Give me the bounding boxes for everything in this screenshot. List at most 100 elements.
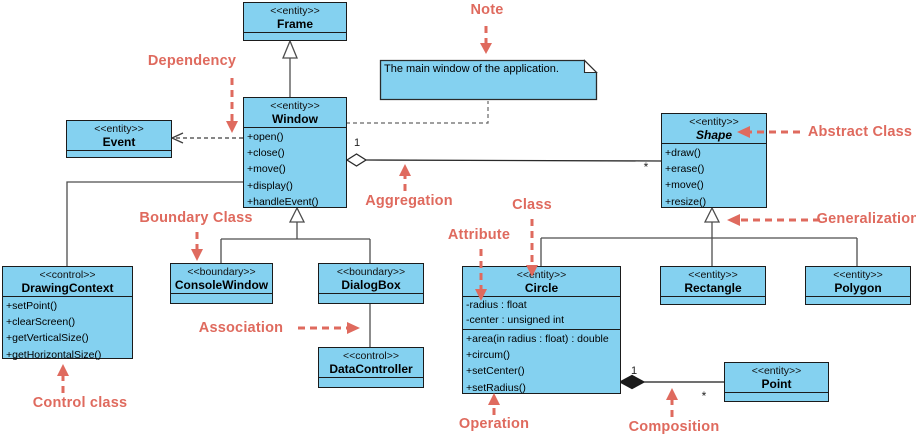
point-empty-compartment — [725, 392, 828, 401]
operation-item: +display() — [247, 179, 293, 192]
control-class-pointer-icon — [57, 364, 69, 393]
operation-item: +handleEvent() — [247, 195, 319, 208]
composition-circle-point: 1 * — [618, 365, 724, 403]
rectangle-name: Rectangle — [684, 281, 742, 295]
event-stereotype: <<entity>> — [94, 123, 144, 135]
frame-name: Frame — [276, 17, 314, 31]
class-dialogbox: <<boundary>> DialogBox — [318, 263, 424, 304]
circle-name: Circle — [524, 281, 559, 295]
annotation-association: Association — [198, 320, 284, 336]
shape-name: Shape — [695, 128, 732, 142]
operation-item: +draw() — [665, 147, 701, 159]
class-drawingcontext-head: <<control>> DrawingContext — [3, 267, 132, 296]
composition-multiplicity-point: * — [702, 389, 707, 403]
frame-stereotype: <<entity>> — [270, 5, 320, 17]
note-pointer-icon — [480, 26, 492, 54]
composition-pointer-icon — [666, 388, 678, 417]
consolewindow-stereotype: <<boundary>> — [187, 266, 256, 278]
operation-item: +setRadius() — [466, 381, 526, 394]
class-shape-head: <<entity>> Shape — [662, 114, 766, 143]
class-datacontroller: <<control>> DataController — [318, 347, 424, 388]
class-dialogbox-head: <<boundary>> DialogBox — [319, 264, 423, 293]
point-stereotype: <<entity>> — [751, 365, 802, 377]
operation-item: +area(in radius : float) : double — [466, 333, 609, 345]
class-event-head: <<entity>> Event — [67, 121, 171, 150]
class-circle-head: <<entity>> Circle — [463, 267, 620, 296]
polygon-empty-compartment — [806, 296, 910, 304]
operation-item: +circum() — [466, 349, 511, 362]
datacontroller-stereotype: <<control>> — [342, 350, 400, 362]
operation-item: +clearScreen() — [6, 316, 76, 329]
operation-item: +move() — [247, 163, 286, 176]
annotation-note: Note — [470, 2, 504, 18]
class-frame: <<entity>> Frame — [243, 2, 347, 41]
window-operations: +open() +close() +move() +display() +han… — [244, 127, 346, 211]
composition-diamond-icon — [618, 374, 646, 390]
aggregation-window-shape: 1 * — [345, 137, 662, 174]
frame-empty-compartment — [244, 32, 346, 40]
drawingcontext-name: DrawingContext — [21, 281, 114, 295]
attribute-item: -center : unsigned int — [466, 314, 565, 326]
generalization-window-frame — [282, 39, 298, 97]
operation-item: +move() — [665, 179, 704, 192]
polygon-stereotype: <<entity>> — [833, 269, 883, 281]
class-polygon-head: <<entity>> Polygon — [806, 267, 910, 296]
class-event: <<entity>> Event — [66, 120, 172, 158]
drawingcontext-stereotype: <<control>> — [39, 269, 96, 281]
class-datacontroller-head: <<control>> DataController — [319, 348, 423, 377]
dialogbox-empty-compartment — [319, 293, 423, 303]
class-point: <<entity>> Point — [724, 362, 829, 402]
class-rectangle-head: <<entity>> Rectangle — [661, 267, 765, 296]
operation-item: +getVerticalSize() — [6, 332, 89, 345]
class-circle: <<entity>> Circle -radius : float -cente… — [462, 266, 621, 394]
operation-item: +getHorizontalSize() — [6, 348, 102, 361]
attribute-item: -radius : float — [466, 299, 527, 311]
annotation-aggregation: Aggregation — [365, 193, 453, 209]
point-name: Point — [761, 377, 792, 391]
generalization-triangle-icon — [282, 39, 298, 59]
consolewindow-empty-compartment — [171, 293, 272, 303]
class-window-head: <<entity>> Window — [244, 98, 346, 127]
circle-stereotype: <<entity>> — [516, 269, 567, 281]
circle-attributes: -radius : float -center : unsigned int — [463, 296, 620, 329]
annotation-class: Class — [512, 197, 552, 213]
event-name: Event — [102, 135, 136, 149]
consolewindow-name: ConsoleWindow — [174, 278, 269, 292]
operation-item: +erase() — [665, 163, 705, 176]
annotation-operation: Operation — [458, 416, 530, 432]
event-empty-compartment — [67, 150, 171, 157]
operation-item: +open() — [247, 131, 284, 143]
annotation-boundary-class: Boundary Class — [139, 210, 253, 226]
note-text: The main window of the application. — [384, 63, 559, 75]
annotation-abstract-class: Abstract Class — [807, 124, 913, 140]
generalization-shape-subclasses — [540, 206, 858, 266]
operation-item: +setPoint() — [6, 300, 58, 312]
circle-operations: +area(in radius : float) : double +circu… — [463, 329, 620, 397]
dialogbox-stereotype: <<boundary>> — [336, 266, 406, 278]
shape-stereotype: <<entity>> — [689, 116, 739, 128]
annotation-generalization: Generalization — [816, 211, 916, 227]
class-drawingcontext: <<control>> DrawingContext +setPoint() +… — [2, 266, 133, 361]
class-polygon: <<entity>> Polygon — [805, 266, 911, 305]
aggregation-multiplicity-shape: * — [644, 160, 649, 174]
boundary-class-pointer-icon — [191, 232, 203, 261]
operation-item: +setCenter() — [466, 365, 525, 378]
class-shape: <<entity>> Shape +draw() +erase() +move(… — [661, 113, 767, 208]
operation-item: +resize() — [665, 195, 707, 208]
operation-item: +close() — [247, 147, 285, 160]
class-window: <<entity>> Window +open() +close() +move… — [243, 97, 347, 208]
datacontroller-empty-compartment — [319, 377, 423, 387]
dialogbox-name: DialogBox — [341, 278, 401, 292]
datacontroller-name: DataController — [329, 362, 413, 376]
polygon-name: Polygon — [834, 281, 882, 295]
class-rectangle: <<entity>> Rectangle — [660, 266, 766, 305]
dependency-pointer-icon — [226, 78, 238, 133]
class-point-head: <<entity>> Point — [725, 363, 828, 392]
aggregation-multiplicity-window: 1 — [354, 137, 360, 149]
drawingcontext-operations: +setPoint() +clearScreen() +getVerticalS… — [3, 296, 132, 364]
aggregation-diamond-icon — [345, 153, 368, 167]
generalization-pointer-icon — [727, 214, 820, 226]
class-frame-head: <<entity>> Frame — [244, 3, 346, 32]
association-pointer-icon — [298, 322, 360, 334]
